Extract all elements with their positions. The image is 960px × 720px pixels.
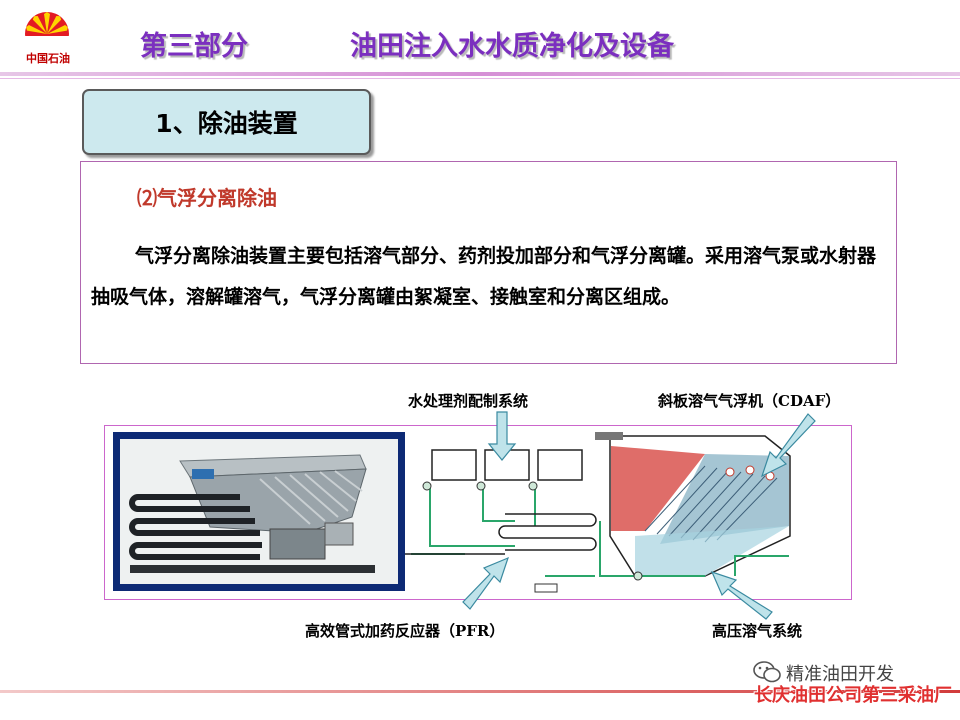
subheading: ⑵气浮分离除油 (137, 186, 277, 210)
label-cdaf: 斜板溶气气浮机（CDAF） (658, 392, 841, 410)
flotation-unit-image (120, 439, 398, 584)
header-divider-thin (0, 78, 960, 79)
footer-divider (0, 690, 960, 693)
header-divider (0, 72, 960, 76)
footer-text: 长庆油田公司第三采油厂 (754, 685, 952, 706)
label-pressure-system: 高压溶气系统 (712, 622, 803, 640)
content-box: ⑵气浮分离除油 气浮分离除油装置主要包括溶气部分、药剂投加部分和气浮分离罐。采用… (80, 161, 897, 364)
section-title: 1、除油装置 (155, 109, 298, 138)
petrochina-logo (23, 12, 71, 58)
watermark-text: 精准油田开发 (786, 664, 894, 685)
equipment-photo (113, 432, 405, 591)
section-title-box: 1、除油装置 (82, 89, 371, 155)
header-title: 油田注入水水质净化及设备 (350, 31, 674, 62)
header-part: 第三部分 (140, 31, 248, 62)
body-paragraph: 气浮分离除油装置主要包括溶气部分、药剂投加部分和气浮分离罐。采用溶气泵或水射器抽… (91, 245, 877, 308)
wechat-icon (753, 661, 781, 683)
process-schematic (405, 432, 791, 593)
logo-text: 中国石油 (26, 52, 70, 65)
label-pfr: 高效管式加药反应器（PFR） (305, 622, 505, 640)
label-dosing-system: 水处理剂配制系统 (408, 392, 529, 410)
